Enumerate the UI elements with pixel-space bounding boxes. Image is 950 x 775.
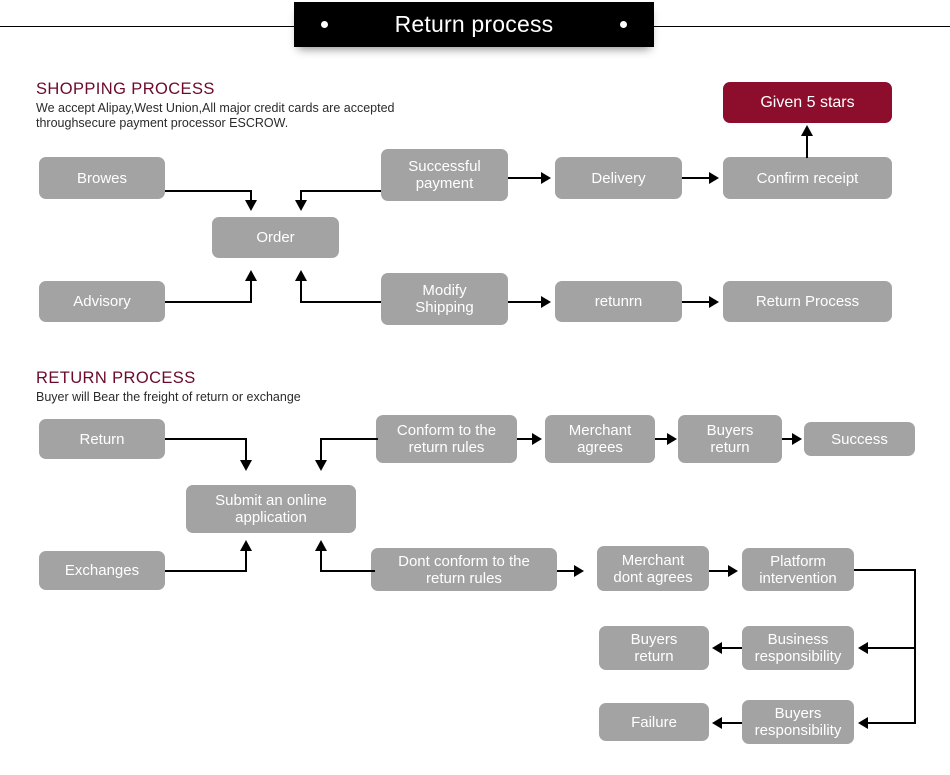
connector-exchanges-submit [245,551,247,572]
node-buyers-return-top[interactable]: Buyers return [678,415,782,463]
return-process-description: Buyer will Bear the freight of return or… [36,390,301,404]
connector-return-submit [165,438,247,440]
node-buyers-responsibility[interactable]: Buyers responsibility [742,700,854,744]
node-advisory[interactable]: Advisory [39,281,165,322]
arrow-left-icon [712,642,722,654]
arrow-down-icon [240,460,252,471]
arrow-right-icon [709,296,719,308]
shopping-process-description: We accept Alipay,West Union,All major cr… [36,101,395,130]
connector-dontconform-merchantdont [557,570,575,572]
banner-plate: Return process [294,2,654,47]
connector-returnn-returnprocess [682,301,711,303]
connector-dontconform-submit [320,570,375,572]
arrow-right-icon [667,433,677,445]
node-dont-conform-return-rules[interactable]: Dont conform to the return rules [371,548,557,591]
arrow-down-icon [295,200,307,211]
bullet-dot-icon [321,21,328,28]
connector-browes-order [250,190,252,208]
connector-modify-order [300,281,302,302]
arrow-up-icon [245,270,257,281]
arrow-right-icon [728,565,738,577]
node-exchanges[interactable]: Exchanges [39,551,165,590]
page-title: Return process [394,11,554,37]
node-confirm-receipt[interactable]: Confirm receipt [723,157,892,199]
arrow-down-icon [245,200,257,211]
connector-platform-buyers [866,722,916,724]
connector-browes-order [165,190,252,192]
connector-modify-order [300,301,381,303]
node-merchant-dont-agrees[interactable]: Merchant dont agrees [597,546,709,591]
arrow-up-icon [295,270,307,281]
connector-payment-delivery [508,177,543,179]
arrow-right-icon [541,172,551,184]
arrow-right-icon [792,433,802,445]
connector-exchanges-submit [165,570,247,572]
connector-conform-submit [320,438,378,440]
node-returnn[interactable]: retunrn [555,281,682,322]
node-buyers-return-mid[interactable]: Buyers return [599,626,709,670]
node-platform-intervention[interactable]: Platform intervention [742,548,854,591]
connector-platform-bus [914,569,916,723]
node-order[interactable]: Order [212,217,339,258]
bullet-dot-icon [620,21,627,28]
shopping-process-heading: SHOPPING PROCESS [36,80,215,98]
arrow-right-icon [532,433,542,445]
connector-merchantdont-platform [709,570,729,572]
connector-merchant-buyersreturn [655,438,669,440]
node-failure[interactable]: Failure [599,703,709,741]
connector-return-submit [245,438,247,467]
arrow-left-icon [858,642,868,654]
node-submit-online-application[interactable]: Submit an online application [186,485,356,533]
node-conform-return-rules[interactable]: Conform to the return rules [376,415,517,463]
connector-conform-submit [320,438,322,467]
arrow-right-icon [709,172,719,184]
arrow-left-icon [712,717,722,729]
connector-platform-business [866,647,916,649]
connector-advisory-order [165,301,252,303]
node-merchant-agrees[interactable]: Merchant agrees [545,415,655,463]
node-browes[interactable]: Browes [39,157,165,199]
connector-business-buyersreturn [722,647,742,649]
connector-modify-returnn [508,301,543,303]
node-business-responsibility[interactable]: Business responsibility [742,626,854,670]
connector-advisory-order [250,281,252,302]
page-header-banner: Return process [0,0,950,60]
connector-payment-order [300,190,381,192]
connector-buyers-failure [722,722,742,724]
connector-delivery-confirm [682,177,711,179]
arrow-right-icon [574,565,584,577]
arrow-up-icon [240,540,252,551]
return-process-heading: RETURN PROCESS [36,369,196,387]
node-modify-shipping[interactable]: Modify Shipping [381,273,508,325]
connector-dontconform-submit [320,551,322,572]
node-successful-payment[interactable]: Successful payment [381,149,508,201]
node-return[interactable]: Return [39,419,165,459]
node-return-process[interactable]: Return Process [723,281,892,322]
arrow-up-icon [801,125,813,136]
connector-platform-bus [854,569,916,571]
node-success[interactable]: Success [804,422,915,456]
node-delivery[interactable]: Delivery [555,157,682,199]
connector-buyersreturn-success [782,438,794,440]
connector-conform-merchant [517,438,534,440]
connector-confirm-stars [806,135,808,158]
arrow-up-icon [315,540,327,551]
arrow-down-icon [315,460,327,471]
arrow-right-icon [541,296,551,308]
node-given-5-stars[interactable]: Given 5 stars [723,82,892,123]
connector-payment-order [300,190,302,208]
arrow-left-icon [858,717,868,729]
